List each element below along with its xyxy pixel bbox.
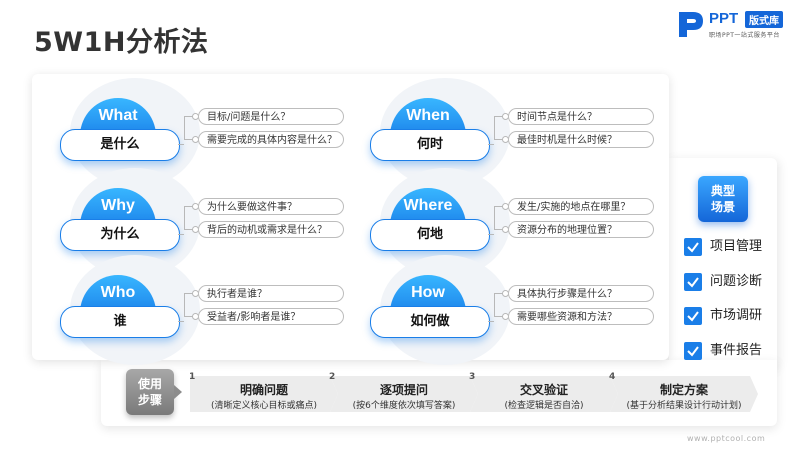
usage-step: 1 明确问题 (清晰定义核心目标或痛点) [189,372,338,412]
question-point: 为什么要做这件事？ [198,198,344,215]
scene-label: 问题诊断 [710,274,763,289]
checkbox-checked-icon [684,342,702,360]
question-label: 是什么 [60,129,180,161]
checkmark-icon [687,346,699,357]
step-desc: (清晰定义核心目标或痛点) [210,401,318,411]
connector-line [494,116,503,117]
watermark: www.pptcool.com [687,434,766,443]
checkbox-checked-icon [684,307,702,325]
connector-line [178,321,184,322]
step-chevron-shape [610,376,758,412]
usage-badge-line2: 步骤 [137,393,162,407]
connector-line [494,293,495,316]
connector-line [184,206,185,229]
usage-badge-line1: 使用 [137,377,162,391]
question-point: 执行者是谁？ [198,285,344,302]
connector-line [494,316,503,317]
step-title: 明确问题 [239,383,288,397]
usage-step: 2 逐项提问 (按6个维度依次填写答案) [329,372,478,412]
connector-line [184,116,193,117]
connector-line [488,234,494,235]
usage-step: 3 交叉验证 (检查逻辑是否自洽) [469,372,618,412]
step-number: 1 [189,372,196,382]
connector-line [494,139,503,140]
checkmark-icon [687,242,699,253]
usage-arrow-icon [174,385,182,399]
logo-p-icon [679,12,703,37]
question-label: 谁 [60,306,180,338]
logo-badge: 版式库 [745,11,783,28]
scene-label: 项目管理 [710,239,763,254]
connector-line [178,234,184,235]
step-chevron-shape [470,376,618,412]
connector-line [184,293,185,316]
connector-line [494,293,503,294]
step-title: 制定方案 [659,383,708,397]
connector-line [494,116,495,139]
connector-line [488,144,494,145]
connector-line [184,293,193,294]
connector-line [494,206,503,207]
step-desc: (按6个维度依次填写答案) [352,401,456,411]
question-label: 何时 [370,129,490,161]
question-point: 需要哪些资源和方法？ [508,308,654,325]
question-point: 发生/实施的地点在哪里？ [508,198,654,215]
step-number: 3 [469,372,476,382]
question-point: 背后的动机或需求是什么？ [198,221,344,238]
page-title: 5W1H分析法 [34,27,209,58]
step-number: 2 [329,372,336,382]
question-label: 何地 [370,219,490,251]
step-desc: (基于分析结果设计行动计划) [626,401,742,411]
step-number: 4 [609,372,616,382]
question-point: 具体执行步骤是什么？ [508,285,654,302]
question-point: 目标/问题是什么？ [198,108,344,125]
connector-line [494,229,503,230]
question-label: 为什么 [60,219,180,251]
scenes-badge: 典型 场景 [698,176,748,222]
checkmark-icon [687,277,699,288]
question-point: 时间节点是什么？ [508,108,654,125]
logo-tagline: 职场PPT一站式服务平台 [709,32,780,39]
connector-line [184,116,185,139]
logo-brand-text: PPT [709,10,739,27]
connector-line [184,229,193,230]
connector-line [184,206,193,207]
question-point: 需要完成的具体内容是什么？ [198,131,344,148]
checkmark-icon [687,311,699,322]
connector-line [184,139,193,140]
step-chevron-shape [190,376,338,412]
checkbox-checked-icon [684,238,702,256]
question-point: 资源分布的地理位置？ [508,221,654,238]
usage-badge: 使用 步骤 [126,369,174,415]
scene-label: 市场调研 [710,308,763,323]
step-title: 交叉验证 [519,383,568,397]
question-point: 受益者/影响者是谁？ [198,308,344,325]
step-chevron-shape [330,376,478,412]
scenes-badge-line2: 场景 [710,200,735,214]
connector-line [488,321,494,322]
question-label: 如何做 [370,306,490,338]
scenes-badge-line1: 典型 [710,184,735,198]
connector-line [178,144,184,145]
brand-logo: PPT 版式库 职场PPT一站式服务平台 [676,8,796,44]
connector-line [184,316,193,317]
step-desc: (检查逻辑是否自洽) [504,401,584,411]
question-point: 最佳时机是什么时候？ [508,131,654,148]
step-title: 逐项提问 [379,383,428,397]
usage-step: 4 制定方案 (基于分析结果设计行动计划) [609,372,758,412]
connector-line [494,206,495,229]
checkbox-checked-icon [684,273,702,291]
scene-label: 事件报告 [710,343,763,358]
